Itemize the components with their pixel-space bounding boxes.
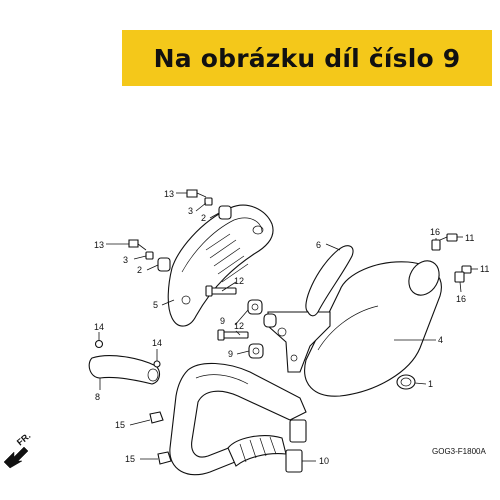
bolt-11-lower[interactable]	[461, 265, 472, 274]
bolt-11-upper[interactable]	[439, 233, 458, 242]
front-arrow-icon	[3, 446, 29, 469]
rubber-9-upper[interactable]	[247, 299, 263, 315]
muffler-bracket[interactable]	[267, 311, 331, 373]
leader-lines	[98, 192, 478, 462]
label-12: 12	[234, 321, 244, 331]
label-9: 9	[228, 349, 233, 359]
bolt-13-top[interactable]	[186, 189, 207, 198]
callout-labels: 13 3 2 13 3 2 5 12 12 9 9 6 4 1 16 11 11…	[94, 189, 489, 466]
label-12: 12	[234, 276, 244, 286]
label-6: 6	[316, 240, 321, 250]
label-10: 10	[319, 456, 329, 466]
label-15: 15	[115, 420, 125, 430]
label-4: 4	[438, 335, 443, 345]
grommet-2-top[interactable]	[218, 205, 232, 220]
label-3: 3	[188, 206, 193, 216]
rubber-9-lower[interactable]	[248, 343, 264, 359]
label-16: 16	[456, 294, 466, 304]
label-11: 11	[465, 233, 474, 243]
label-14: 14	[152, 338, 162, 348]
label-13: 13	[164, 189, 174, 199]
collar-3-top[interactable]	[204, 197, 213, 206]
bolt-9-side[interactable]	[263, 313, 277, 328]
bolt-12-lower[interactable]	[217, 329, 249, 341]
label-5: 5	[153, 300, 158, 310]
gasket-1[interactable]	[396, 374, 416, 390]
clip-14-left[interactable]	[94, 339, 104, 349]
diagram-code: GOG3-F1800A	[432, 447, 486, 456]
muffler-part[interactable]	[304, 255, 446, 397]
clip-14-right[interactable]	[153, 360, 161, 368]
grommet-2-mid[interactable]	[157, 257, 171, 272]
banner-text: Na obrázku díl číslo 9	[153, 43, 461, 73]
bolt-16-upper[interactable]	[431, 239, 441, 251]
label-8: 8	[95, 392, 100, 402]
label-13: 13	[94, 240, 104, 250]
label-9: 9	[220, 316, 225, 326]
exhaust-pipe-part[interactable]	[169, 362, 307, 476]
bolt-12-upper[interactable]	[205, 285, 237, 297]
nut-15-upper[interactable]	[149, 411, 164, 424]
label-3: 3	[123, 255, 128, 265]
label-2: 2	[137, 265, 142, 275]
label-1: 1	[428, 379, 433, 389]
part-number-banner: Na obrázku díl číslo 9	[122, 30, 492, 86]
nut-15-lower[interactable]	[157, 451, 172, 465]
gasket-6[interactable]	[305, 245, 354, 317]
cap-10[interactable]	[285, 449, 303, 473]
label-15: 15	[125, 454, 135, 464]
label-14: 14	[94, 322, 104, 332]
label-11: 11	[480, 264, 489, 274]
label-16: 16	[430, 227, 440, 237]
heat-protector-part[interactable]	[167, 204, 274, 327]
front-label: FR.	[15, 431, 33, 448]
bolt-16-lower[interactable]	[454, 271, 465, 283]
label-2: 2	[201, 213, 206, 223]
bolt-13-mid[interactable]	[128, 239, 147, 251]
pipe-cover-8[interactable]	[88, 355, 161, 385]
collar-3-mid[interactable]	[145, 251, 154, 260]
